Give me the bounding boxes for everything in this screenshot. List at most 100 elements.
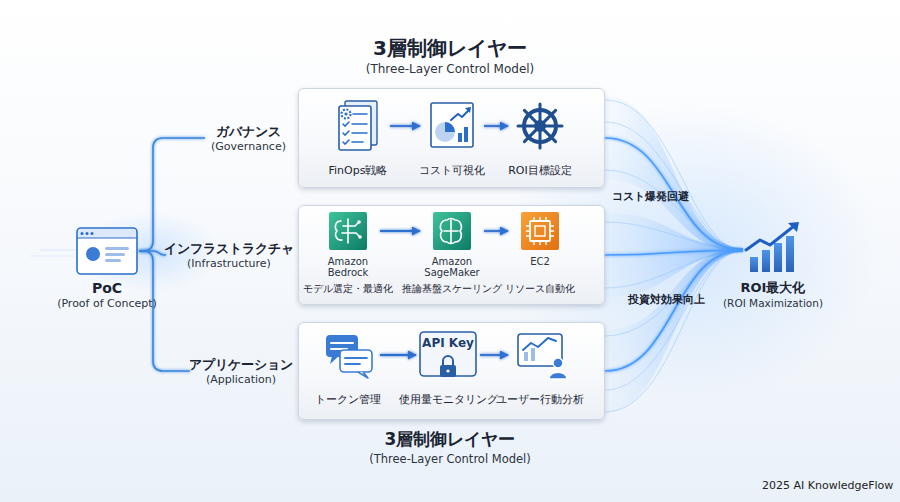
- bedrock-service-icon-part: [329, 212, 367, 250]
- node-label: (ROI Maximization): [673, 296, 873, 310]
- poc-window-icon-part: [77, 228, 137, 274]
- ec2-service-icon-part: [530, 221, 550, 241]
- connector-line: [484, 125, 508, 127]
- light-streaks-part: [605, 250, 743, 336]
- layer-subtitle: (Infrastructure): [187, 257, 271, 271]
- ship-wheel-icon-part: [518, 104, 562, 148]
- user-analytics-icon-part: [549, 372, 567, 379]
- light-streaks-part: [605, 222, 743, 250]
- roi-growth-icon-part: [788, 222, 799, 232]
- pie-chart-icon-part: [431, 103, 473, 147]
- annotation-label: 2025 AI KnowledgeFlow: [762, 479, 893, 493]
- ship-wheel-icon-part: [534, 120, 546, 132]
- roi-growth-icon-part: [786, 236, 794, 272]
- service-box: Amazon Bedrockモデル選定・最適化: [316, 210, 380, 302]
- layer-label-group: アプリケーション(Application): [190, 322, 292, 420]
- step-box: コスト可視化: [420, 96, 484, 182]
- chat-bubbles-icon-part: [345, 358, 367, 364]
- connector-line: [380, 230, 420, 232]
- node-label: ROI最大化: [673, 280, 873, 296]
- poc-window-icon-part: [86, 232, 89, 235]
- node-label: (Proof of Concept): [5, 297, 209, 311]
- node-label: ROI目標設定: [438, 164, 642, 178]
- pie-chart-icon: [431, 103, 473, 147]
- step-box: トークン管理: [316, 328, 380, 414]
- poc-window-icon-part: [78, 229, 136, 238]
- node-label: ユーザー行動分析: [438, 392, 642, 406]
- annotation-label: (Three-Layer Control Model): [0, 452, 900, 467]
- layer-subtitle: (Governance): [211, 140, 286, 154]
- connector-line: [390, 125, 420, 127]
- document-gear-icon-part: [342, 110, 351, 119]
- pie-chart-icon-part: [451, 110, 469, 120]
- beam-fill: [605, 248, 743, 412]
- service-box: Amazon SageMaker推論基盤スケーリング: [420, 210, 484, 302]
- connector-line: [139, 138, 205, 251]
- roi-growth-icon: [746, 222, 799, 272]
- diagram-title: 3層制御レイヤー: [0, 36, 900, 60]
- layer-title: ガバナンス: [216, 123, 281, 140]
- node-label: Amazon SageMaker: [420, 256, 484, 278]
- goal-node: ROI最大化(ROI Maximization): [743, 222, 803, 314]
- connector-line: [484, 230, 508, 232]
- node-label-group: PoC(Proof of Concept): [5, 280, 209, 311]
- layer-band: ガバナンス(Governance) FinOps戦略コスト可視化 ROI目標設定: [205, 88, 605, 188]
- icon-text-group: API Key: [346, 336, 550, 350]
- user-analytics-icon-part: [553, 358, 563, 368]
- user-analytics-icon: [518, 334, 567, 379]
- roi-growth-icon-part: [746, 226, 794, 250]
- bedrock-service-icon: [329, 212, 367, 250]
- light-streaks-part: [605, 170, 743, 250]
- user-analytics-icon-part: [524, 352, 528, 361]
- chat-bubbles-icon-part: [340, 350, 372, 372]
- sagemaker-service-icon-part: [433, 212, 471, 250]
- document-gear-icon: [339, 101, 377, 150]
- layer-title: インフラストラクチャ: [164, 240, 294, 257]
- beam-core: [605, 138, 743, 250]
- document-gear-icon-part: [339, 106, 371, 150]
- api-key-lock-icon: [420, 332, 476, 377]
- flow-beam: [605, 248, 743, 412]
- connector-line: [480, 354, 508, 356]
- poc-window-icon-part: [105, 253, 125, 256]
- connector-line: [380, 354, 416, 356]
- light-streaks-part: [605, 250, 743, 412]
- poc-window-icon-part: [91, 232, 94, 235]
- annotation-label: (Three-Layer Control Model): [0, 62, 900, 77]
- pie-chart-icon-part: [458, 133, 462, 142]
- user-analytics-icon-part: [523, 338, 556, 350]
- api-key-lock-icon-part: [440, 365, 456, 377]
- poc-window-icon-part: [105, 259, 121, 262]
- node-label-group: ユーザー行動分析: [438, 392, 642, 406]
- document-gear-icon-part: [345, 101, 377, 145]
- node-label-group: ROI最大化(ROI Maximization): [673, 280, 873, 310]
- layer-subtitle: (Application): [206, 373, 276, 387]
- poc-window-icon-part: [77, 237, 137, 238]
- light-streaks-part: [605, 100, 743, 250]
- step-box: ROI目標設定: [508, 96, 572, 182]
- chat-bubbles-icon-part: [330, 356, 339, 364]
- chat-bubbles-icon: [326, 335, 372, 378]
- user-analytics-icon-part: [518, 334, 562, 366]
- service-box: EC2リソース自動化: [508, 210, 572, 302]
- roi-growth-icon-part: [762, 250, 770, 272]
- document-gear-icon-part: [343, 114, 367, 144]
- roi-growth-icon-part: [750, 257, 758, 272]
- flow-beam: [605, 213, 743, 297]
- pie-chart-icon-part: [464, 127, 468, 142]
- diagram-caption: 3層制御レイヤー: [0, 428, 900, 450]
- start-node: PoC(Proof of Concept): [75, 224, 139, 312]
- node-label: PoC: [5, 280, 209, 297]
- beam-fill: [605, 96, 743, 252]
- pie-chart-icon-part: [445, 122, 455, 132]
- api-key-lock-icon-part: [443, 356, 453, 366]
- poc-window-icon: [77, 228, 137, 274]
- connector-line: [139, 251, 190, 371]
- beam-core: [605, 250, 743, 255]
- api-key-lock-icon-part: [446, 369, 449, 372]
- beam-core: [605, 250, 743, 371]
- ec2-service-icon-part: [535, 226, 545, 236]
- light-streaks-part: [30, 256, 75, 257]
- step-box: FinOps戦略: [326, 96, 390, 182]
